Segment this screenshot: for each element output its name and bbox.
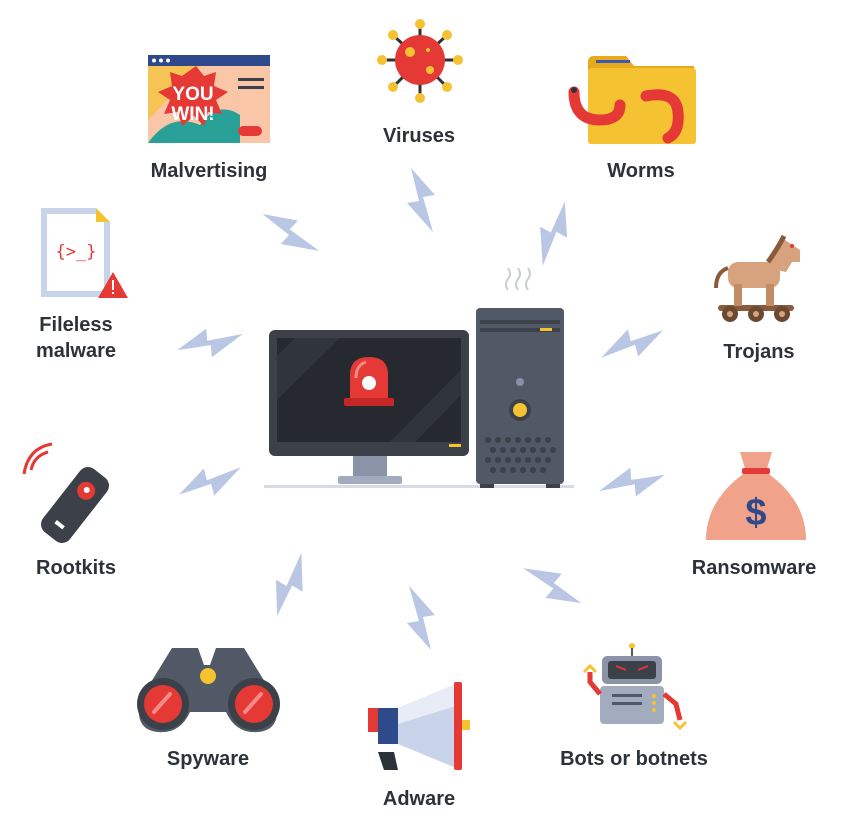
label-ransomware: Ransomware (691, 557, 817, 579)
label-trojans: Trojans (723, 341, 795, 363)
code-glyph: {>_} (56, 242, 97, 262)
rootkit-device-icon (22, 442, 109, 543)
label-fileless-line1: Fileless (39, 314, 113, 336)
alarm-siren-icon (344, 357, 394, 406)
trojan-horse-icon (714, 234, 800, 322)
label-worms: Worms (607, 160, 675, 182)
dollar-sign: $ (745, 492, 766, 534)
lightning-icon (521, 551, 585, 619)
popup-text-line2: WIN! (171, 104, 214, 125)
lightning-icon (407, 168, 435, 232)
lightning-icon (258, 551, 322, 619)
label-bots: Bots or botnets (560, 748, 708, 770)
worm-folder-icon (568, 56, 696, 144)
label-viruses: Viruses (383, 125, 455, 147)
label-fileless-line2: malware (35, 340, 117, 362)
pc-tower-icon (476, 267, 564, 488)
lightning-icon (522, 199, 584, 267)
label-adware: Adware (382, 788, 456, 810)
virus-icon (377, 19, 463, 103)
lightning-icon (176, 465, 244, 499)
browser-popup-icon (148, 55, 270, 143)
robot-icon (582, 643, 688, 731)
money-bag-icon (706, 452, 806, 540)
document-warning-icon (41, 208, 128, 298)
lightning-icon (598, 326, 666, 360)
lightning-icon (259, 199, 321, 267)
label-spyware: Spyware (166, 748, 250, 770)
megaphone-icon (368, 682, 470, 770)
binoculars-icon (137, 648, 280, 733)
label-rootkits: Rootkits (36, 557, 116, 579)
label-malvertising: Malvertising (150, 160, 268, 182)
popup-text-line1: YOU (172, 84, 213, 105)
lightning-icon (598, 465, 666, 499)
lightning-icon (407, 586, 435, 650)
lightning-icon (176, 326, 244, 360)
